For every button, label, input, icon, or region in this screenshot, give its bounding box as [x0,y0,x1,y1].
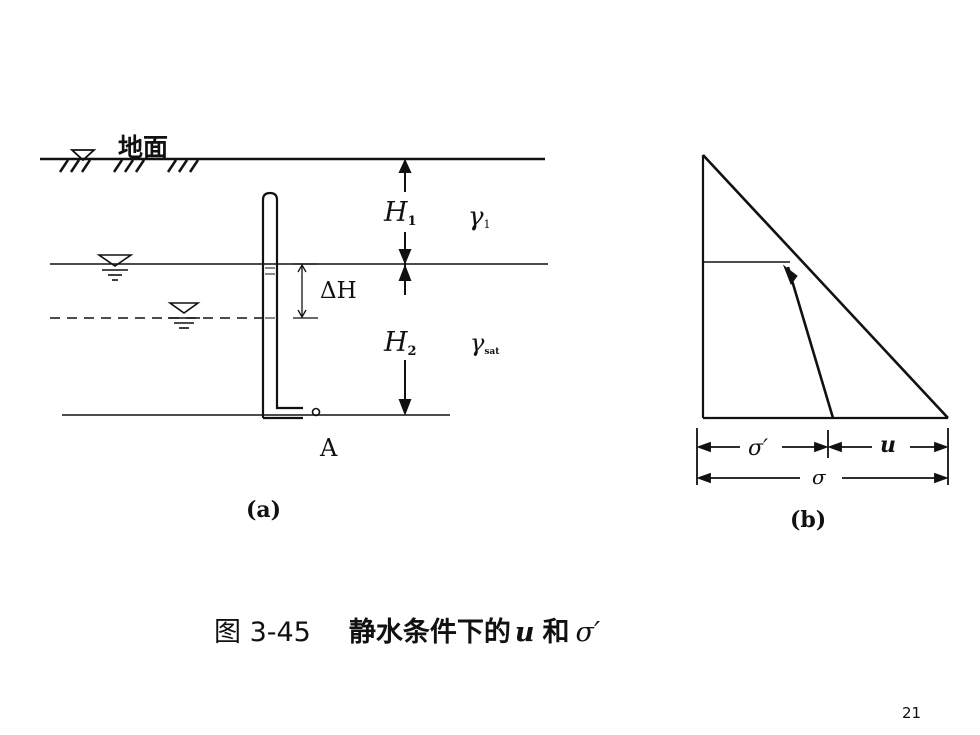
h-dimension-line [398,158,412,416]
caption-a: (a) [246,497,281,523]
sigma-label: σ [812,465,827,489]
u-label: u [880,432,896,458]
figure-title: 静水条件下的 [349,616,511,648]
effective-stress-line [786,266,835,419]
piezometric-level-icon [167,302,201,329]
delta-h-dimension [293,263,318,319]
delta-h-label: ΔH [320,278,357,304]
figure-and: 和 [543,617,570,648]
diagram-b [696,154,949,485]
caption-b: (b) [790,507,826,533]
stress-dimensions [696,428,949,485]
figure-number: 图 3-45 [214,617,311,648]
diagram-a [40,149,548,420]
ground-hatch [58,159,200,173]
figure-u: u [515,617,535,648]
piezometer-tube [261,191,303,420]
ground-label: 地面 [118,133,168,162]
point-a-label: A [319,434,338,462]
h1-label: H1 [383,197,417,229]
figure-sigma-eff: σ′ [576,617,601,648]
effective-stress-arrow [782,264,798,286]
h2-label: H2 [383,327,417,359]
page-number: 21 [902,704,921,722]
sigma-eff-label: σ′ [748,436,768,461]
point-a-marker [311,407,321,417]
gamma-sat-label: γsat [470,329,500,357]
total-stress-line [702,154,949,419]
water-table-icon [96,254,134,281]
ground-surface-icon [69,149,97,162]
gamma1-label: γ1 [468,202,491,232]
